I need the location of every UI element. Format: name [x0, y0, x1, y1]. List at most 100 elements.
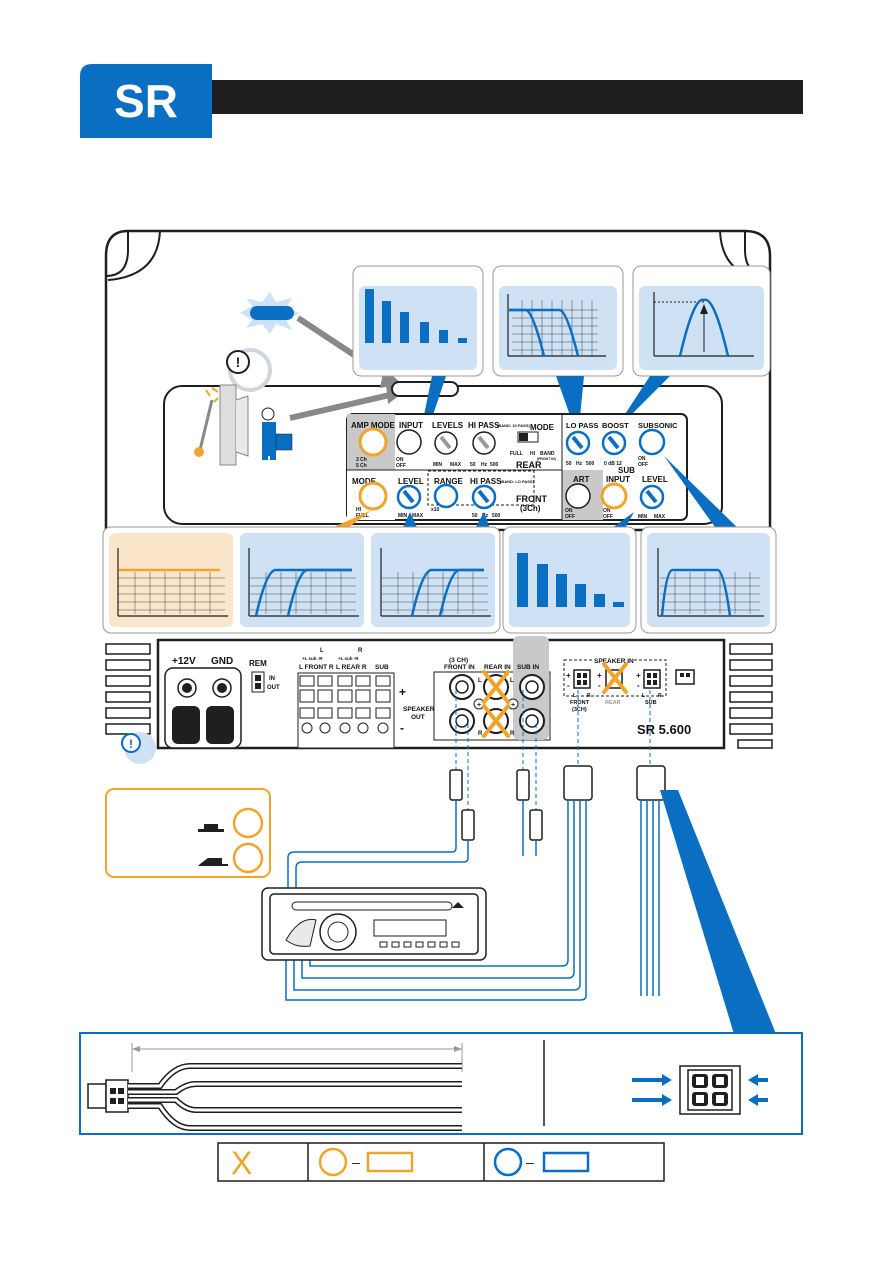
legend-blue-rect-icon: [542, 1151, 590, 1173]
graph-full-range: [117, 548, 228, 617]
button-state-legend-box: [105, 788, 271, 878]
front-mode-hi: HI: [356, 507, 362, 513]
spkin-front-label-2: (3CH): [572, 707, 587, 713]
front-level-knob[interactable]: [396, 484, 422, 510]
sub-level-label: LEVEL: [642, 475, 668, 484]
amplifier-front-view: +12V GND REM IN OUT L R +L sub -R +L sub…: [105, 636, 773, 750]
header: SR: [80, 64, 803, 138]
rem-label: REM: [249, 659, 267, 668]
connector-face-diagram: [679, 1065, 741, 1115]
amp-mode-opt-5: 5 Ch: [356, 463, 367, 469]
spk-out-label-2: OUT: [411, 714, 425, 721]
subsonic-switch[interactable]: [638, 428, 666, 456]
rem-in-label: IN: [269, 676, 275, 682]
front-hipass-500: 500: [492, 513, 501, 519]
callout-levels-bars: [352, 265, 484, 377]
spkin-plus-2: +: [597, 671, 602, 680]
input-off: OFF: [396, 463, 406, 469]
rca-r2: R: [510, 731, 515, 737]
car-radio-head-unit: [261, 887, 487, 961]
spkin-minus-3: -: [637, 681, 640, 690]
spkin-plus-3: +: [636, 671, 641, 680]
graph-hipass-front-a: [248, 548, 359, 617]
legend-x-icon: X: [231, 1145, 252, 1181]
legend-orange-dash: –: [352, 1154, 360, 1170]
lopass-label: LO PASS: [566, 421, 598, 430]
spkin-front-label-1: FRONT: [570, 700, 590, 706]
front-in-rca-r[interactable]: [449, 708, 475, 734]
amp-mode-switch[interactable]: [358, 427, 388, 457]
range-switch[interactable]: [433, 483, 459, 509]
v12-label: +12V: [172, 656, 196, 667]
spk-r-top: R: [358, 648, 363, 654]
legend: X – –: [217, 1142, 665, 1182]
speaker-out-terminals[interactable]: [297, 672, 395, 749]
rear-input-switch[interactable]: [396, 429, 422, 455]
rear-mode-slider[interactable]: [517, 431, 539, 443]
spkin-minus-1: -: [567, 681, 570, 690]
callout-front-graphs-group: [102, 526, 501, 634]
front-label: FRONT: [516, 494, 547, 504]
spkin-rear-label: REAR: [605, 700, 621, 706]
sub-level-max: MAX: [654, 514, 666, 520]
rear-mode-band: BAND: [540, 451, 555, 457]
sub-input-label: INPUT: [606, 475, 630, 484]
boost-knob[interactable]: [601, 430, 627, 456]
rear-levels-knob[interactable]: [434, 431, 458, 455]
art-on: ON: [565, 508, 573, 514]
front-level-min: MIN: [398, 513, 408, 519]
svg-text:+: +: [511, 702, 515, 709]
front-hipass-knob[interactable]: [471, 484, 497, 510]
rear-hipass-note: (BAND: 10 PASS): [497, 423, 530, 428]
rear-hipass-knob[interactable]: [472, 431, 496, 455]
thermometer-mechanic-icon: [194, 384, 404, 466]
callout-lowpass-graph: [492, 265, 624, 377]
spk-l-front-r: L FRONT R: [299, 664, 334, 671]
art-switch[interactable]: [565, 483, 591, 509]
boost-scale: 0 dB 12: [604, 461, 622, 467]
sub-in-rca-r[interactable]: [519, 708, 545, 734]
speaker-in-sub-connector[interactable]: [643, 669, 661, 689]
rem-out-label: OUT: [267, 685, 280, 691]
spk-plus-label: +: [399, 685, 406, 699]
spk-l-top: L: [320, 648, 324, 654]
sub-input-on: ON: [603, 508, 611, 514]
rear-label: REAR: [516, 460, 542, 470]
lopass-500: 500: [586, 461, 595, 467]
front-in-rca-l[interactable]: [449, 674, 475, 700]
range-label: RANGE: [434, 477, 464, 486]
aux-connector[interactable]: [675, 669, 695, 685]
speaker-in-front-connector[interactable]: [573, 669, 591, 689]
subsonic-off: OFF: [638, 462, 648, 468]
control-panel: AMP MODE 3 Ch 5 Ch INPUT ON OFF LEVELS M…: [346, 413, 688, 521]
amp-mode-label: AMP MODE: [351, 421, 396, 430]
rear-hipass-label: HI PASS: [468, 421, 500, 430]
connector-detail-box: [79, 1032, 803, 1135]
sub-in-rca-l[interactable]: [519, 674, 545, 700]
front-in-label-2: FRONT IN: [444, 664, 475, 671]
input-label: INPUT: [399, 421, 423, 430]
header-bar: [205, 80, 803, 114]
spkin-plus-1: +: [566, 671, 571, 680]
front-level-max: MAX: [412, 513, 424, 519]
sub-input-switch[interactable]: [600, 482, 628, 510]
spk-minus-label: -: [400, 721, 404, 735]
svg-text:+: +: [477, 702, 481, 709]
sub-level-knob[interactable]: [639, 484, 665, 510]
sub-in-label: SUB IN: [517, 664, 539, 671]
legend-orange-circle-icon: [318, 1147, 348, 1177]
lopass-knob[interactable]: [565, 430, 591, 456]
warning-icon-2: !: [121, 732, 156, 764]
legend-blue-dash: –: [526, 1154, 534, 1170]
rca-l2: L: [510, 678, 514, 684]
rear-mode-label: MODE: [530, 423, 555, 432]
sub-level-min: MIN: [638, 514, 648, 520]
front-mode-switch[interactable]: [358, 481, 388, 511]
lopass-50: 50: [566, 461, 572, 467]
boost-label: BOOST: [602, 421, 629, 430]
rear-mode-hi: HI: [530, 451, 536, 457]
model-name: SR 5.600: [637, 722, 691, 737]
spkin-sub-l: L: [642, 693, 645, 699]
spkin-sub-r: R: [658, 693, 662, 699]
callout-boost-graph: [632, 265, 771, 377]
